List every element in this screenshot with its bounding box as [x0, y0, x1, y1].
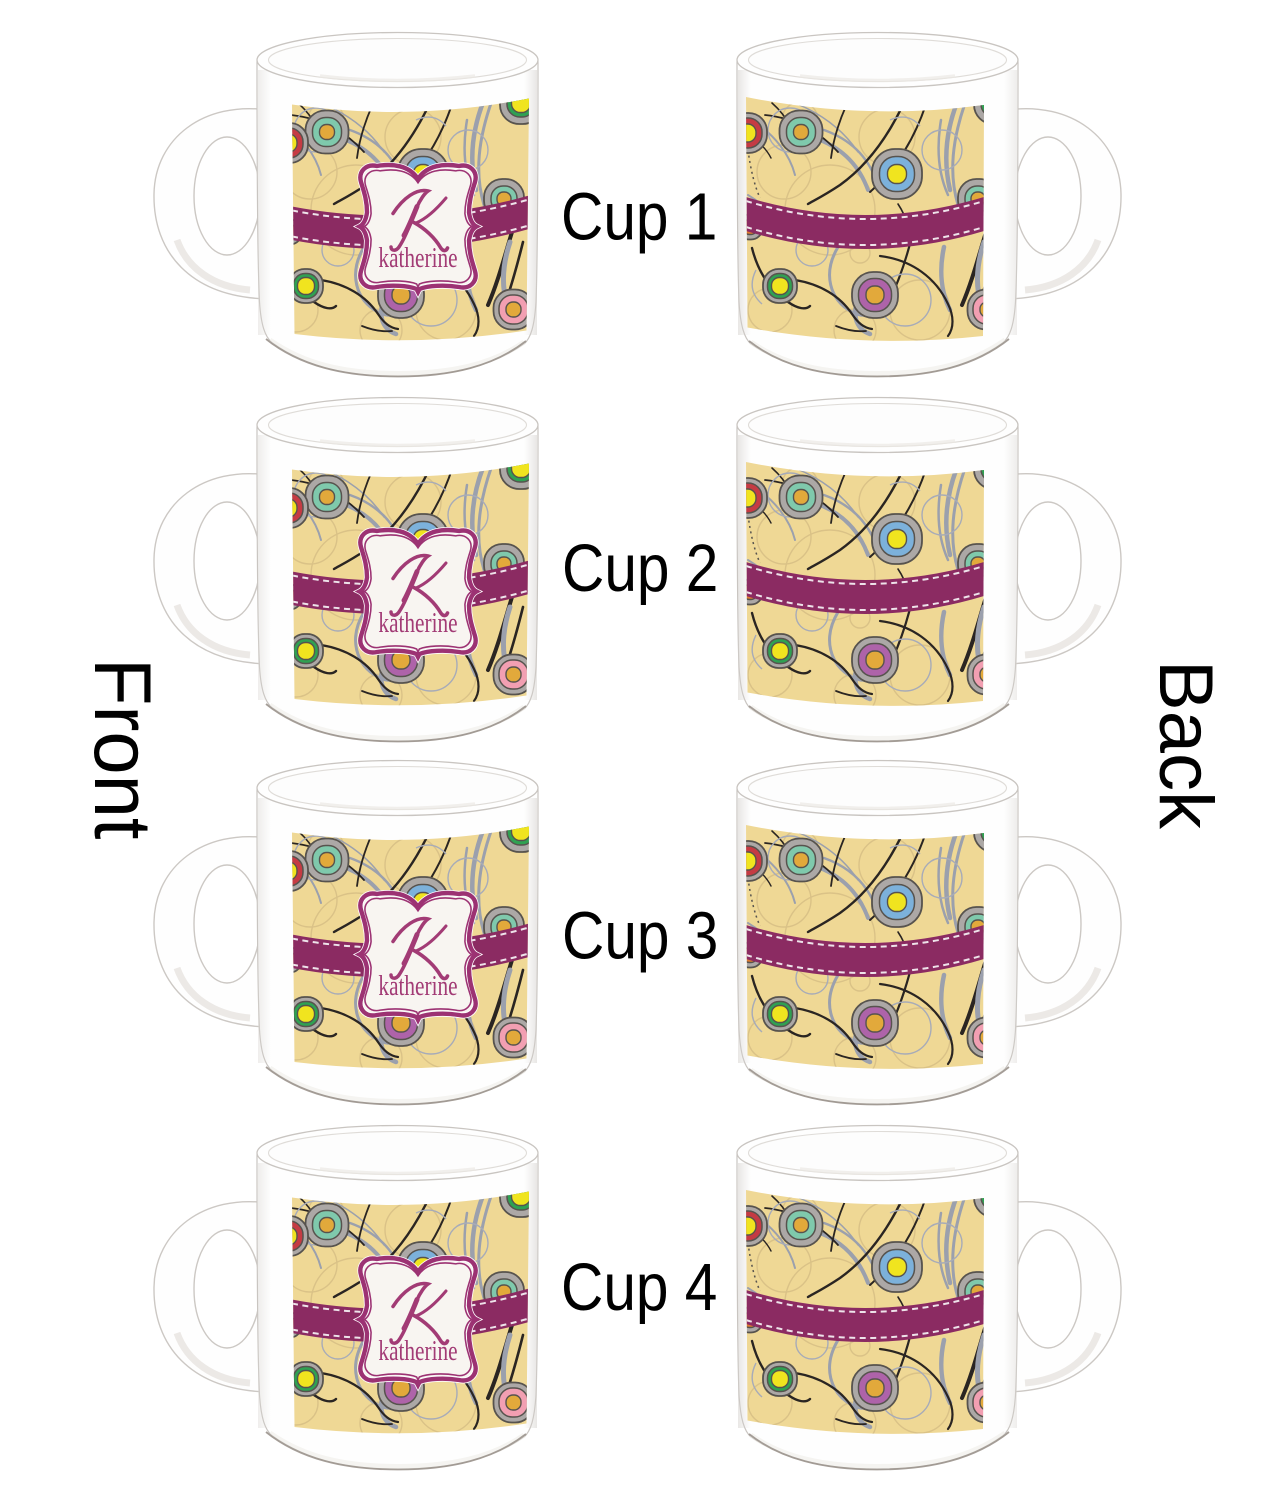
svg-text:Cup 4: Cup 4 — [561, 1250, 717, 1325]
svg-text:Back: Back — [1143, 660, 1228, 830]
svg-text:Cup 3: Cup 3 — [562, 899, 718, 974]
svg-text:Cup 2: Cup 2 — [562, 531, 718, 606]
svg-text:Cup 1: Cup 1 — [561, 180, 717, 255]
svg-text:Front: Front — [78, 658, 169, 839]
